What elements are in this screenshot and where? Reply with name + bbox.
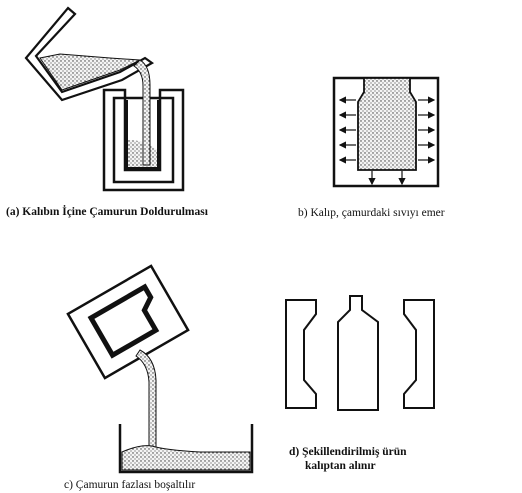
absorption-arrows [338,96,436,186]
pouring-vessel-a [24,6,155,102]
slip-stream-a [133,59,151,166]
slip-in-basin [121,445,251,471]
mold-c [66,264,190,380]
caption-c: c) Çamurun fazlası boşaltılır [64,479,196,491]
mold-half-right [403,299,435,409]
caption-d-line2: kalıptan alınır [305,460,376,472]
panel-d-removing [285,295,435,411]
mold-half-left [285,299,317,409]
caption-d-line1: d) Şekillendirilmiş ürün [289,446,407,458]
panel-a-filling-mold [24,6,185,192]
panel-c-draining [66,264,254,474]
slip-in-mold-b [357,77,417,171]
cast-product [337,295,379,411]
slip-stream-c [135,349,157,449]
collecting-basin [118,424,254,474]
caption-a: (a) Kalıbın İçine Çamurun Doldurulması [6,206,208,218]
caption-d: d) Şekillendirilmiş ürün kalıptan alınır [289,445,407,473]
caption-b: b) Kalıp, çamurdaki sıvıyı emer [298,207,445,219]
panel-b-absorbing [332,76,440,188]
